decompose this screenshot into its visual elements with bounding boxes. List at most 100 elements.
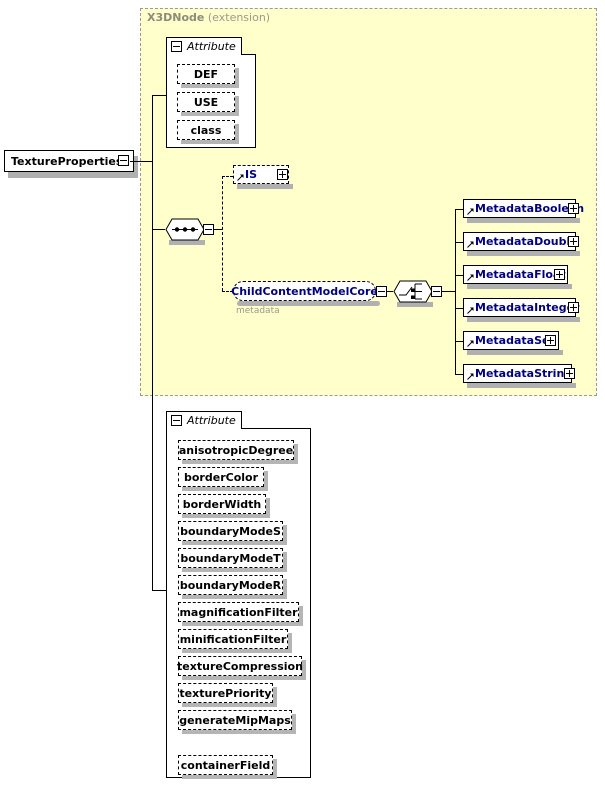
element-metadatainteger[interactable]: MetadataInteger [463,298,579,317]
attribute-row-class[interactable]: class [177,120,235,140]
metadata-node-shadow [467,383,576,388]
choice-collapse-minus-box-icon[interactable] [431,286,442,297]
attribute-row-label: boundaryModeT [180,551,281,565]
element-metadatastring[interactable]: MetadataString [463,364,572,383]
connector-choice-to-metadatadouble [455,242,463,243]
attribute-row-generatemipmaps[interactable]: generateMipMaps [178,710,292,730]
metadataset-expand-plus-box-icon[interactable] [545,335,556,346]
attribute-panel-inherited-title: Attribute [187,40,236,53]
attribute-row-anisotropicdegree[interactable]: anisotropicDegree [178,440,294,460]
group-ref-childcontentmodelcore-sublabel: metadata [236,306,280,316]
attribute-panel-inherited-header[interactable]: Attribute [166,37,242,55]
is-node-shadow [237,184,293,189]
connector-trunk-to-attribute-own [152,590,166,591]
element-is-expand-plus-box-icon[interactable] [277,169,288,180]
connector-trunk-to-attribute-inherited [152,95,166,96]
sequence-icon-shadow [169,240,205,245]
connector-choice-to-trunk [442,291,455,292]
sequence-collapse-minus-box-icon[interactable] [203,224,214,235]
extension-kind: (extension) [207,11,271,24]
element-metadataset-label: MetadataSet [475,334,555,347]
attribute-row-borderwidth[interactable]: borderWidth [178,494,266,514]
element-metadatadouble-label: MetadataDouble [475,235,578,248]
metadata-node-shadow [467,284,572,289]
connector-choice-to-metadatainteger [455,308,463,309]
root-element-textureproperties[interactable]: TextureProperties [4,150,134,172]
element-metadataboolean[interactable]: MetadataBoolean [463,199,584,218]
attribute-row-boundarymodes[interactable]: boundaryModeS [178,521,283,541]
element-is[interactable]: IS [233,165,289,184]
metadatainteger-expand-plus-box-icon[interactable] [568,302,579,313]
attribute-row-label: borderWidth [182,497,262,511]
attribute-row-label: magnificationFilter [179,605,298,619]
metadatafloat-expand-plus-box-icon[interactable] [554,269,565,280]
metadata-node-shadow [467,218,580,223]
connector-root-to-trunk [130,161,153,162]
attribute-row-label: textureCompression [177,659,303,673]
choice-compositor-icon[interactable] [393,280,433,304]
minus-box-icon[interactable] [171,41,182,52]
element-metadatafloat-label: MetadataFloat [475,268,566,281]
attribute-row-label: boundaryModeS [180,524,281,538]
attribute-row-label: borderColor [184,470,258,484]
root-collapse-minus-box-icon[interactable] [118,155,129,166]
connector-choice-to-metadataboolean [455,209,463,210]
attribute-panel-own-title: Attribute [187,414,236,427]
connector-sequence-to-branch [214,229,222,230]
attribute-row-label: generateMipMaps [179,713,291,727]
connector-choice-to-metadatastring [455,374,463,375]
element-metadatastring-label: MetadataString [475,367,573,380]
root-element-label: TextureProperties [11,154,123,168]
connector-choice-to-metadatafloat [455,275,463,276]
element-metadatafloat[interactable]: MetadataFloat [463,265,568,284]
metadatastring-expand-plus-box-icon[interactable] [564,368,575,379]
connector-branch-to-is [222,176,233,177]
choice-icon-shadow [397,302,433,307]
reference-arrow-icon [467,274,474,281]
reference-arrow-icon [467,340,474,347]
group-ref-childcontentmodelcore[interactable]: ChildContentModelCore [231,281,378,301]
extension-region-label: X3DNode (extension) [147,11,270,24]
attribute-row-label: DEF [193,67,219,81]
attribute-row-containerfield[interactable]: containerField [178,755,273,775]
attribute-row-def[interactable]: DEF [177,64,235,84]
sequence-compositor-icon[interactable] [165,218,205,242]
attribute-row-label: containerField [180,758,271,772]
minus-box-icon[interactable] [171,415,182,426]
element-metadatainteger-label: MetadataInteger [475,301,580,314]
metadataboolean-expand-plus-box-icon[interactable] [568,203,579,214]
connector-choice-to-metadataset [455,341,463,342]
reference-arrow-icon [467,373,474,380]
attribute-row-boundarymoder[interactable]: boundaryModeR [178,575,283,595]
attribute-row-texturepriority[interactable]: texturePriority [178,683,273,703]
group-ref-childcontentmodelcore-label: ChildContentModelCore [231,284,378,298]
attribute-row-label: minificationFilter [179,632,287,646]
connector-trunk-to-sequence [152,229,165,230]
reference-arrow-icon [467,241,474,248]
reference-arrow-icon [467,307,474,314]
childcontentmodelcore-collapse-minus-box-icon[interactable] [376,286,387,297]
attribute-row-bordercolor[interactable]: borderColor [178,467,264,487]
root-node-shadow-right [132,156,138,178]
attribute-row-minificationfilter[interactable]: minificationFilter [178,629,288,649]
connector-sequence-branch-vertical [222,176,223,291]
attribute-panel-own-header[interactable]: Attribute [166,411,242,429]
attribute-row-label: texturePriority [179,686,272,700]
attribute-row-label: anisotropicDegree [178,443,294,457]
connector-childcontentmodelcore-to-choice [387,291,393,292]
childcontentmodelcore-shadow [237,301,380,306]
attribute-row-texturecompression[interactable]: textureCompression [177,656,303,676]
element-metadatadouble[interactable]: MetadataDouble [463,232,578,251]
connector-choice-trunk-vertical [455,209,456,374]
connector-branch-to-childcontentmodelcore [222,291,233,292]
attribute-row-boundarymodet[interactable]: boundaryModeT [178,548,283,568]
attribute-row-label: USE [193,95,219,109]
attribute-row-magnificationfilter[interactable]: magnificationFilter [178,602,299,622]
attribute-row-use[interactable]: USE [177,92,235,112]
attribute-row-label: boundaryModeR [179,578,282,592]
element-metadataset[interactable]: MetadataSet [463,331,559,350]
metadata-node-shadow [467,317,580,322]
metadatadouble-expand-plus-box-icon[interactable] [568,236,579,247]
attribute-row-label: class [190,123,222,137]
